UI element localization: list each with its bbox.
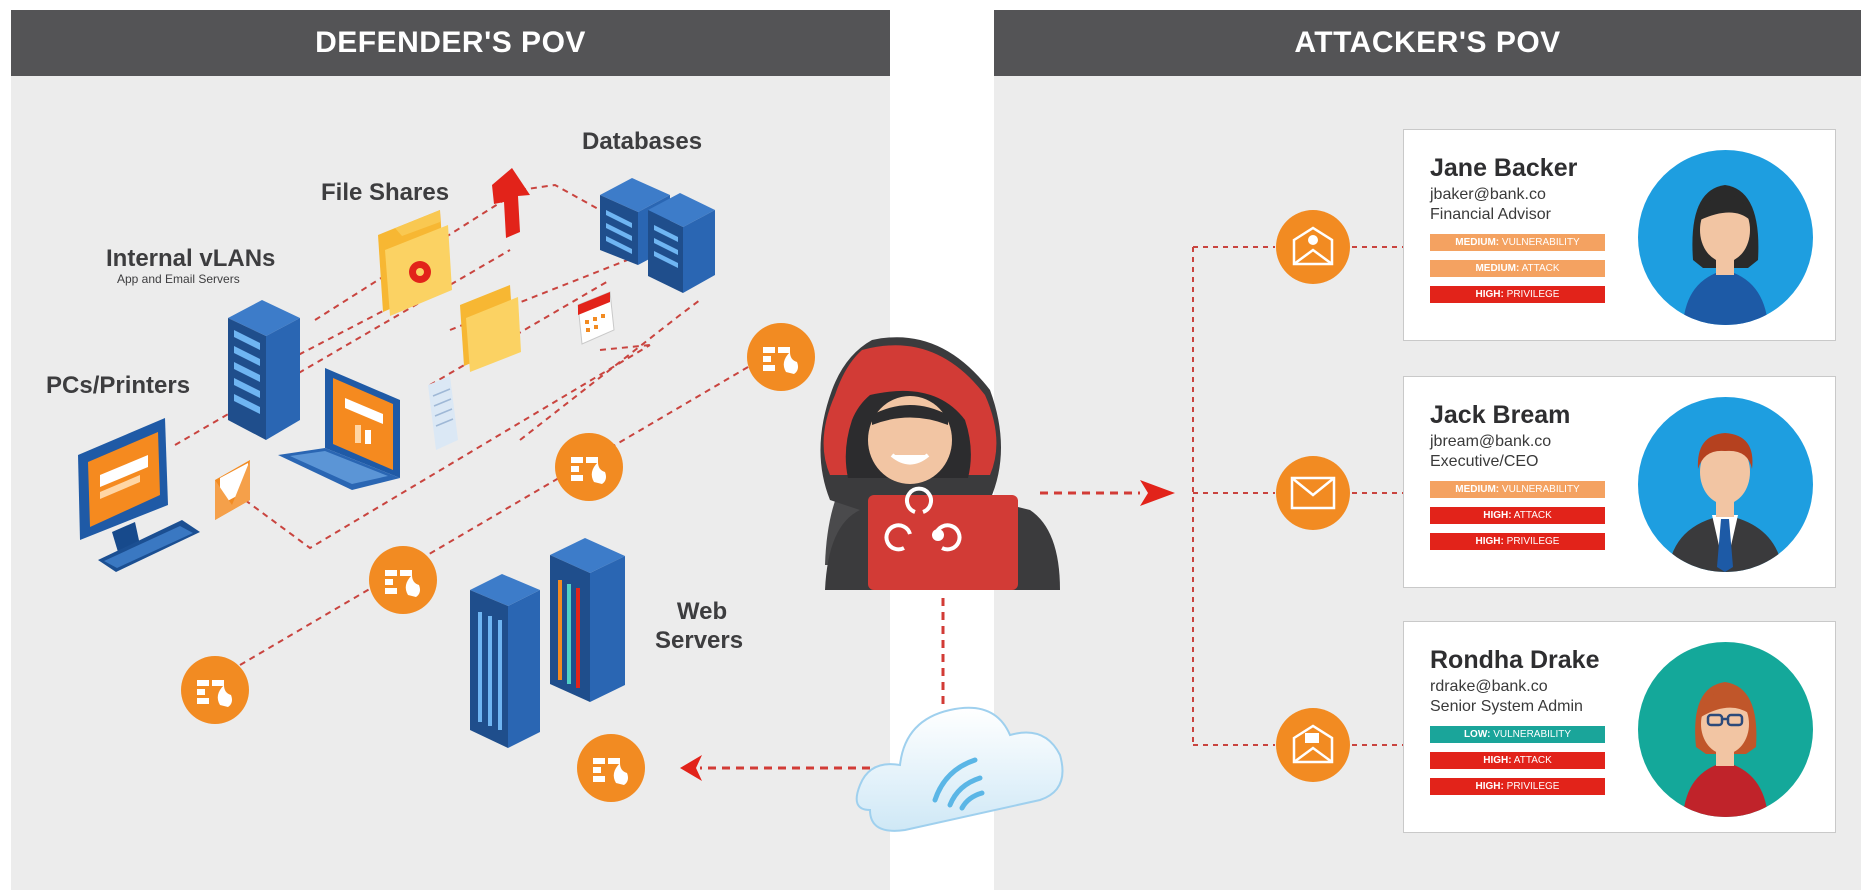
avatar (1638, 642, 1813, 817)
arrow-right-icon (1140, 480, 1175, 506)
firewall-icon (181, 656, 249, 724)
avatar (1638, 397, 1813, 572)
target-name: Jack Bream (1430, 401, 1571, 429)
vulnerability-badge: MEDIUM: VULNERABILITY (1430, 234, 1605, 251)
man-avatar-icon (1668, 433, 1783, 572)
target-connections (1192, 246, 1403, 746)
target-name: Rondha Drake (1430, 646, 1600, 674)
database-servers-icon (600, 178, 715, 293)
target-email: jbream@bank.co (1430, 433, 1552, 450)
web-servers-label-line2: Servers (655, 627, 744, 654)
attack-badge: HIGH: ATTACK (1430, 507, 1605, 524)
woman-avatar-icon (1683, 185, 1768, 325)
pcs-printers-label: PCs/Printers (46, 372, 191, 399)
attack-path (700, 491, 1140, 770)
privilege-badge: HIGH: PRIVILEGE (1430, 286, 1605, 303)
target-card[interactable]: Jack Bream jbream@bank.co Executive/CEO … (1403, 376, 1836, 588)
target-name: Jane Backer (1430, 154, 1578, 182)
attacker-panel-title: ATTACKER'S POV (994, 10, 1861, 76)
envelope-icon (215, 460, 250, 520)
internal-vlans-sublabel: App and Email Servers (117, 272, 240, 286)
attack-badge: HIGH: ATTACK (1430, 752, 1605, 769)
avatar (1638, 150, 1813, 325)
folder-icon (460, 285, 521, 372)
target-card[interactable]: Jane Backer jbaker@bank.co Financial Adv… (1403, 129, 1836, 341)
file-shares-label: File Shares (321, 179, 450, 206)
target-email: rdrake@bank.co (1430, 678, 1548, 695)
vulnerability-badge: MEDIUM: VULNERABILITY (1430, 481, 1605, 498)
target-card[interactable]: Rondha Drake rdrake@bank.co Senior Syste… (1403, 621, 1836, 833)
internal-vlans-label: Internal vLANs (106, 245, 276, 272)
network-connections (174, 183, 761, 666)
privilege-badge: HIGH: PRIVILEGE (1430, 533, 1605, 550)
firewall-icon (747, 323, 815, 391)
target-role: Senior System Admin (1430, 698, 1583, 715)
attack-badge: MEDIUM: ATTACK (1430, 260, 1605, 277)
target-role: Executive/CEO (1430, 453, 1539, 470)
document-icon (428, 376, 458, 450)
arrow-up-icon (492, 168, 530, 238)
calendar-icon (577, 291, 615, 345)
arrow-left-icon (680, 755, 702, 781)
privilege-badge: HIGH: PRIVILEGE (1430, 778, 1605, 795)
internal-server-icon (228, 300, 300, 440)
databases-label: Databases (582, 128, 703, 155)
folder-gear-icon (378, 210, 452, 316)
trojan-email-icon (1276, 708, 1350, 782)
pc-monitor-icon (78, 418, 200, 572)
hacker-icon (820, 337, 1060, 590)
firewall-icon (369, 546, 437, 614)
woman-glasses-avatar-icon (1683, 682, 1768, 817)
money-email-icon (1276, 456, 1350, 530)
defender-panel-title: DEFENDER'S POV (11, 10, 890, 76)
target-email: jbaker@bank.co (1430, 186, 1546, 203)
web-servers-icon (470, 538, 625, 748)
bug-email-icon (1276, 210, 1350, 284)
web-servers-label-line1: Web (676, 598, 728, 625)
firewall-icon (577, 734, 645, 802)
laptop-icon (278, 368, 400, 490)
vulnerability-badge: LOW: VULNERABILITY (1430, 726, 1605, 743)
firewall-icon (555, 433, 623, 501)
target-role: Financial Advisor (1430, 206, 1551, 223)
cloud-wifi-icon (855, 706, 1064, 832)
